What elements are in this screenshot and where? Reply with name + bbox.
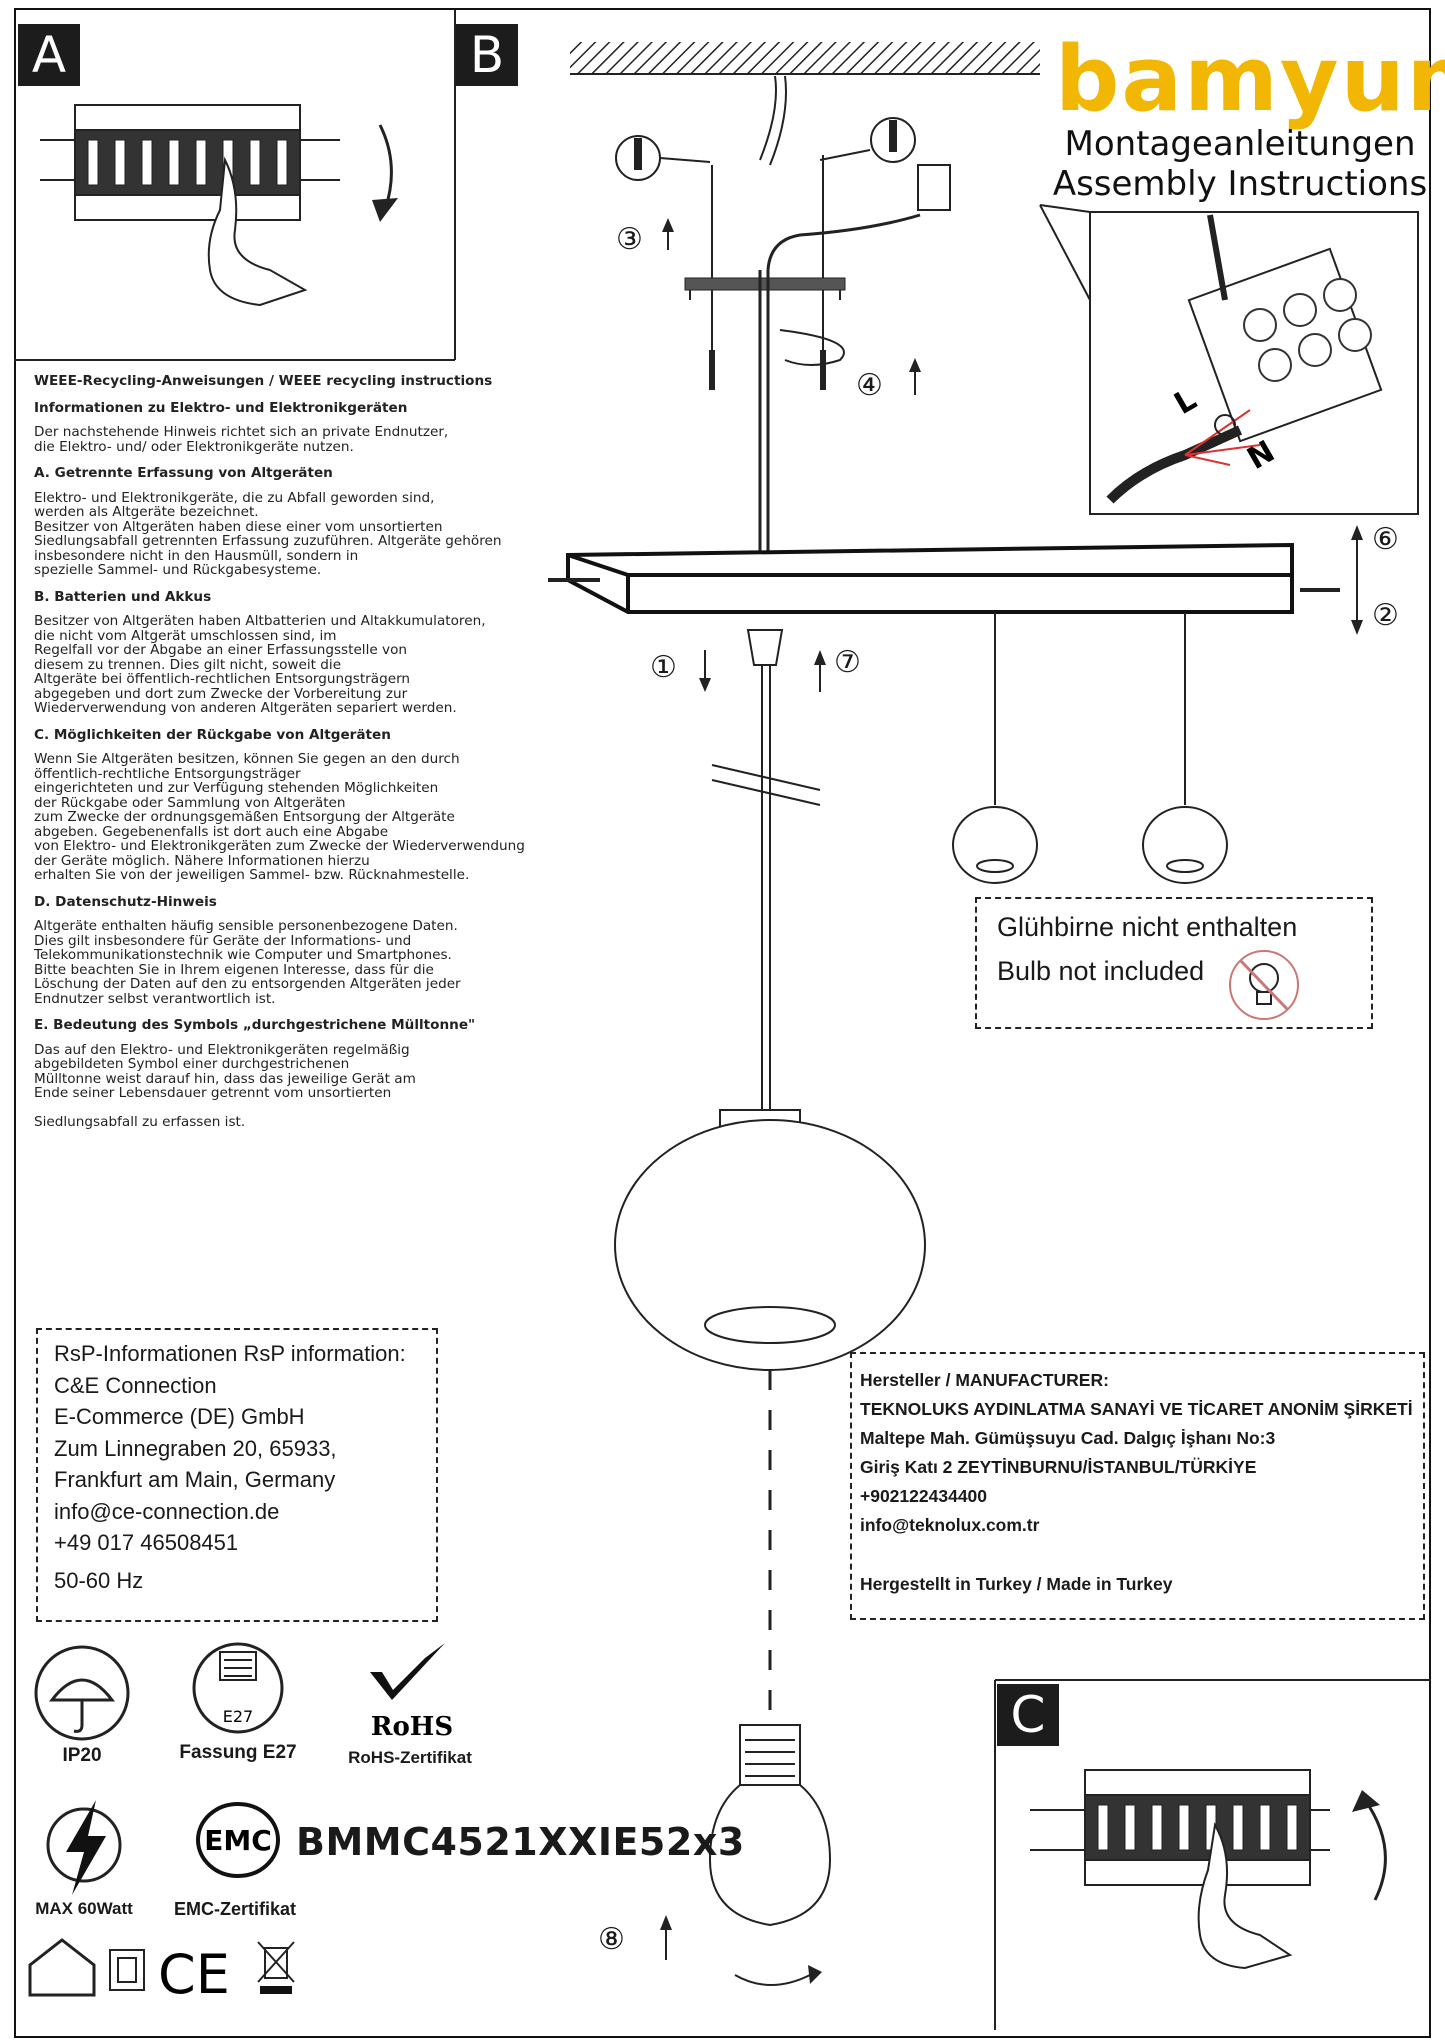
- manufacturer-line: Giriş Katı 2 ZEYTİNBURNU/İSTANBUL/TÜRKİY…: [860, 1457, 1257, 1477]
- manufacturer-title: Hersteller / MANUFACTURER:: [860, 1370, 1109, 1390]
- manufacturer-line: info@teknolux.com.tr: [860, 1515, 1040, 1535]
- checkmark-icon: [370, 1643, 445, 1700]
- rsp-line: C&E Connection: [54, 1372, 217, 1398]
- manufacturer-line: Maltepe Mah. Gümüşsuyu Cad. Dalgıç İşhan…: [860, 1428, 1276, 1448]
- weee-section-c-text: Wenn Sie Altgeräten besitzen, können Sie…: [34, 751, 525, 883]
- weee-section-e-text-2: Siedlungsabfall zu erfassen ist.: [34, 1113, 246, 1130]
- manufacturer-line: +902122434400: [860, 1486, 988, 1506]
- manufacturer-line: TEKNOLUKS AYDINLATMA SANAYİ VE TİCARET A…: [860, 1399, 1413, 1419]
- step-4-label: ④: [856, 368, 883, 403]
- step-1-label: ①: [650, 650, 677, 685]
- rohs-badge: RoHS: [371, 1712, 453, 1742]
- rsp-information-box: RsP-Informationen RsP information: C&E C…: [36, 1328, 438, 1622]
- step-6-label: ⑥: [1372, 522, 1399, 557]
- step-3-label: ③: [616, 222, 643, 257]
- manufacturer-made-in: Hergestellt in Turkey / Made in Turkey: [860, 1574, 1173, 1594]
- weee-section-e-text: Das auf den Elektro- und Elektronikgerät…: [34, 1041, 416, 1101]
- weee-title: WEEE-Recycling-Anweisungen / WEEE recycl…: [34, 373, 493, 389]
- weee-instructions: WEEE-Recycling-Anweisungen / WEEE recycl…: [34, 374, 574, 1133]
- indoor-use-icon: [28, 1938, 96, 1997]
- rsp-line: +49 017 46508451: [54, 1530, 239, 1555]
- subtitle-en: Assembly Instructions: [1052, 164, 1428, 204]
- weee-section-b-title: B. Batterien und Akkus: [34, 588, 212, 605]
- weee-section-e-title: E. Bedeutung des Symbols „durchgestriche…: [34, 1017, 476, 1033]
- brand-logo: bamyum: [1055, 27, 1445, 132]
- bulb-not-included-note: Glühbirne nicht enthalten Bulb not inclu…: [975, 897, 1373, 1029]
- page-frame: [14, 8, 1431, 2038]
- socket-label: Fassung E27: [179, 1742, 297, 1763]
- model-number: BMMC4521XXIE52x3: [296, 1820, 745, 1864]
- rsp-line: E-Commerce (DE) GmbH: [54, 1404, 305, 1429]
- rsp-line: Zum Linnegraben 20, 65933,: [54, 1435, 337, 1461]
- panel-label-c: C: [997, 1684, 1059, 1746]
- weee-section-b-text: Besitzer von Altgeräten haben Altbatteri…: [34, 613, 486, 716]
- weee-section-c-title: C. Möglichkeiten der Rückgabe von Altger…: [34, 726, 391, 743]
- step-2-label: ②: [1372, 598, 1399, 633]
- rsp-line: info@ce-connection.de: [54, 1498, 280, 1524]
- crossed-bin-icon: [257, 1941, 295, 1994]
- weee-section-d-text: Altgeräte enthalten häufig sensible pers…: [34, 918, 461, 1007]
- rsp-line: Frankfurt am Main, Germany: [54, 1467, 336, 1492]
- bulb-note-en: Bulb not included: [997, 956, 1205, 986]
- weee-subtitle: Informationen zu Elektro- und Elektronik…: [34, 399, 408, 416]
- panel-label-a: A: [18, 24, 80, 86]
- subtitle-de: Montageanleitungen: [1064, 124, 1416, 164]
- weee-section-d-title: D. Datenschutz-Hinweis: [34, 893, 217, 910]
- rsp-frequency: 50-60 Hz: [54, 1567, 144, 1593]
- weee-section-a-text: Elektro- und Elektronikgeräte, die zu Ab…: [34, 489, 502, 578]
- max-watt-label: MAX 60Watt: [35, 1899, 133, 1918]
- bulb-note-de: Glühbirne nicht enthalten: [997, 912, 1298, 942]
- rsp-title: RsP-Informationen RsP information:: [54, 1341, 406, 1366]
- emc-icon: [196, 1802, 280, 1878]
- weee-intro: Der nachstehende Hinweis richtet sich an…: [34, 424, 449, 455]
- lightning-icon: [46, 1800, 122, 1895]
- panel-label-b: B: [456, 24, 518, 86]
- weee-section-a-title: A. Getrennte Erfassung von Altgeräten: [34, 465, 333, 481]
- rohs-label: RoHS-Zertifikat: [348, 1748, 472, 1767]
- emc-badge: EMC: [204, 1824, 272, 1857]
- double-insulation-icon: [109, 1949, 145, 1991]
- ip20-label: IP20: [62, 1745, 102, 1766]
- emc-label: EMC-Zertifikat: [173, 1899, 296, 1919]
- step-7-label: ⑦: [834, 645, 861, 680]
- e27-badge: E27: [223, 1707, 253, 1726]
- socket-icon: [192, 1642, 284, 1734]
- ce-mark: CE: [158, 1943, 230, 2006]
- manufacturer-box: Hersteller / MANUFACTURER: TEKNOLUKS AYD…: [850, 1352, 1425, 1620]
- step-8-label: ⑧: [598, 1922, 625, 1957]
- umbrella-icon: [34, 1645, 130, 1741]
